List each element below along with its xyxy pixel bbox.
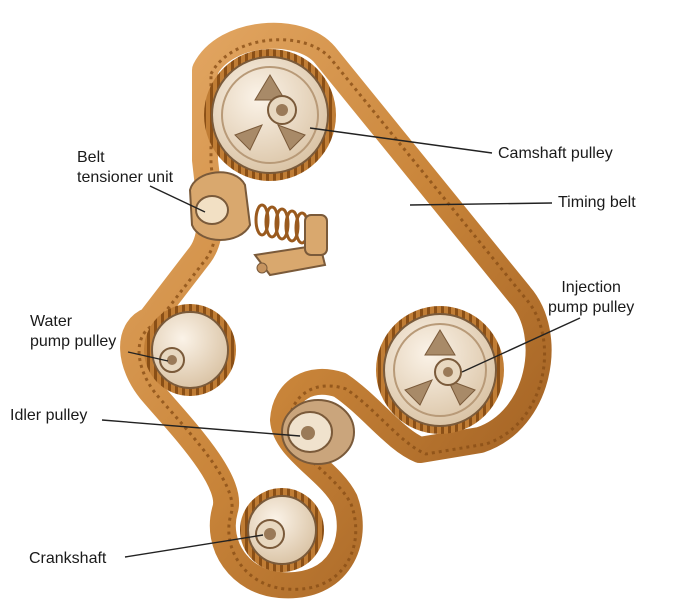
leader-idler <box>101 419 301 437</box>
label-injection-pump-pulley: Injection pump pulley <box>548 278 634 318</box>
water-label-line2: pump pulley <box>30 333 117 350</box>
leader-camshaft <box>309 127 493 154</box>
leader-water <box>127 351 169 362</box>
label-crankshaft: Crankshaft <box>29 550 107 567</box>
label-idler-pulley: Idler pulley <box>10 407 88 424</box>
timing-belt <box>120 22 552 599</box>
leader-crankshaft <box>124 534 264 558</box>
injection-pump-pulley <box>376 306 504 434</box>
belt-tensioner-label-line2: tensioner unit <box>77 169 174 186</box>
injection-label-line1: Injection <box>561 279 621 296</box>
leader-injection <box>461 317 581 373</box>
idler-pulley <box>281 399 355 465</box>
belt-tensioner-label-line1: Belt <box>77 149 105 166</box>
tensioner-spring <box>254 203 310 245</box>
belt-tensioner-unit <box>188 171 328 277</box>
label-belt-tensioner-unit: Belt tensioner unit <box>77 148 173 188</box>
leader-timing-belt <box>409 202 553 206</box>
label-water-pump-pulley: Water pump pulley <box>30 312 116 352</box>
camshaft-pulley <box>204 49 336 181</box>
leader-lines <box>101 127 581 558</box>
water-label-line1: Water <box>30 313 73 330</box>
leader-tensioner <box>149 185 206 213</box>
timing-belt-teeth <box>137 38 547 591</box>
injection-label-line2: pump pulley <box>548 299 635 316</box>
label-timing-belt: Timing belt <box>558 194 636 211</box>
water-pump-pulley <box>144 304 236 396</box>
crankshaft-pulley <box>240 488 324 572</box>
label-camshaft-pulley: Camshaft pulley <box>498 145 613 162</box>
